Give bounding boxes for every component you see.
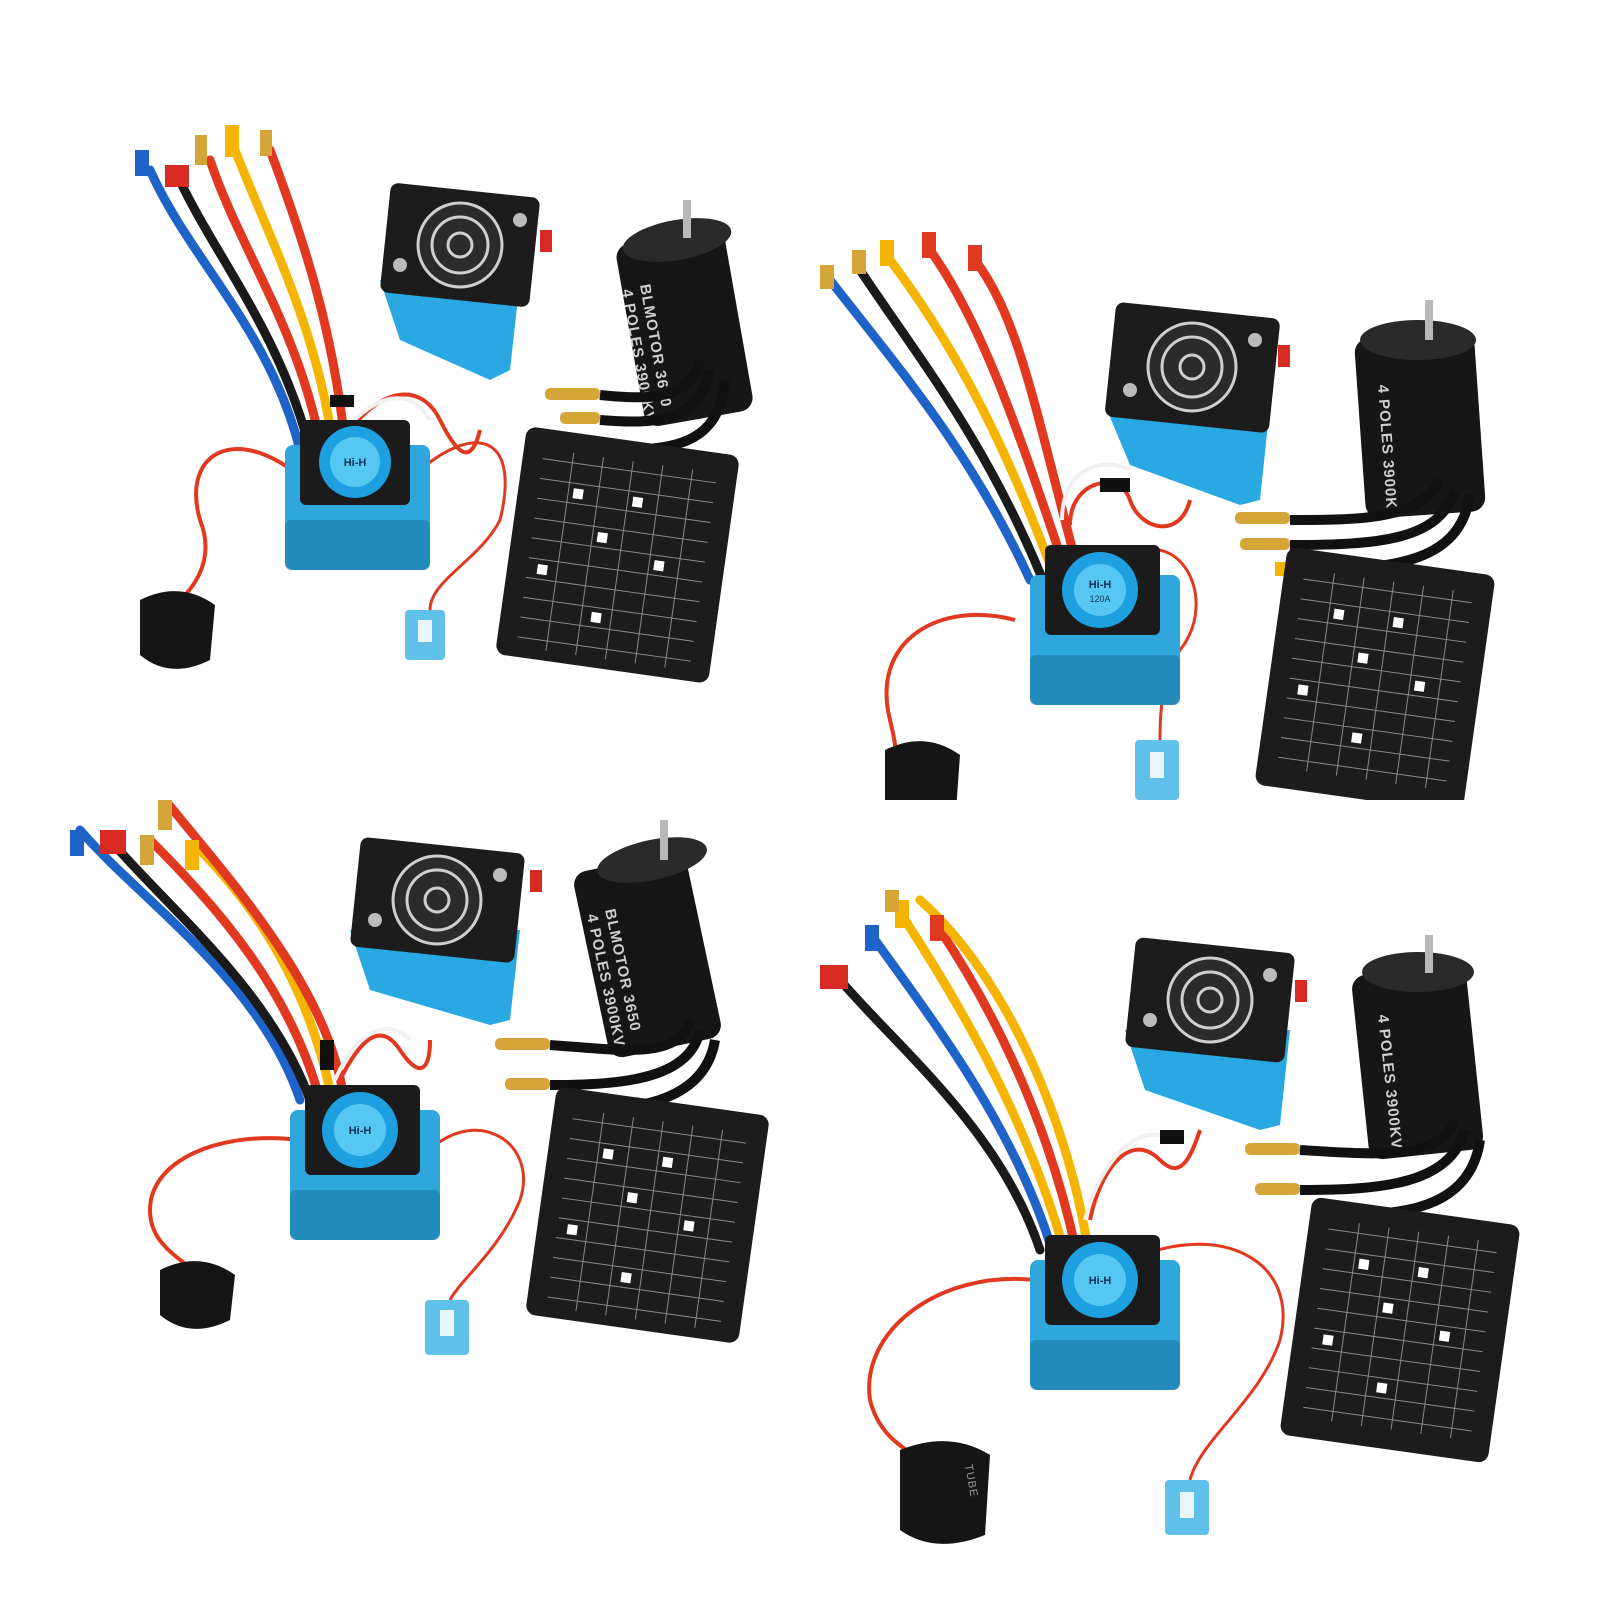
power-wires — [835, 895, 1093, 1255]
kit-illustration: Hi-H BLMOTOR 3650 4 POLES 3900KV — [135, 125, 753, 683]
esc: Hi-H 120A — [1030, 545, 1180, 705]
receiver-wire — [168, 447, 312, 612]
heatsink-fan — [380, 183, 552, 380]
connectors — [820, 890, 944, 989]
program-card — [1255, 547, 1495, 800]
esc: Hi-H — [290, 1085, 440, 1240]
program-card — [526, 1087, 769, 1343]
kit-4: TUBE Hi-H 4 POLES 3900KV — [800, 800, 1600, 1600]
receiver-switch — [140, 591, 215, 669]
program-card — [496, 427, 739, 683]
kit-illustration: Hi-H 120A 4 POLES 3900KV — [820, 232, 1495, 800]
program-card — [1280, 1197, 1520, 1463]
motor: BLMOTOR 3650 4 POLES 3900KV — [574, 820, 721, 1058]
kit-illustration: TUBE Hi-H 4 POLES 3900KV — [820, 890, 1520, 1544]
heatsink-fan — [1105, 302, 1290, 505]
receiver-wire — [147, 1136, 301, 1282]
motor: 4 POLES 3900KV — [1354, 300, 1486, 521]
motor: 4 POLES 3900KV — [1352, 935, 1484, 1160]
connectors — [820, 232, 982, 289]
kit-3: Hi-H BLMOTOR 3650 4 POLES 3900KV — [0, 800, 800, 1600]
esc: Hi-H — [1030, 1235, 1180, 1390]
receiver-switch — [885, 741, 960, 800]
kit-2: Hi-H 120A 4 POLES 3900KV — [800, 0, 1600, 800]
esc-fan-label: Hi-H — [349, 1125, 372, 1137]
power-wires — [75, 800, 349, 1105]
receiver-switch — [160, 1261, 235, 1329]
sleeve-text: TUBE — [962, 1463, 980, 1498]
esc-fan-sublabel: 120A — [1089, 594, 1110, 604]
heatsink-fan — [350, 837, 542, 1025]
kit-illustration: Hi-H BLMOTOR 3650 4 POLES 3900KV — [70, 800, 769, 1355]
esc-fan-label: Hi-H — [344, 457, 367, 469]
connectors — [70, 800, 199, 870]
esc-fan-label: Hi-H — [1089, 1275, 1112, 1287]
heatsink-fan — [1125, 937, 1307, 1130]
connectors — [135, 125, 272, 187]
esc: Hi-H — [285, 420, 430, 570]
kit-1: Hi-H BLMOTOR 3650 4 POLES 3900KV — [0, 0, 800, 800]
receiver-switch — [900, 1441, 990, 1544]
power-wires — [825, 245, 1083, 585]
receiver-wire — [867, 1276, 1036, 1462]
power-wires — [145, 145, 351, 460]
esc-fan-label: Hi-H — [1089, 579, 1112, 591]
